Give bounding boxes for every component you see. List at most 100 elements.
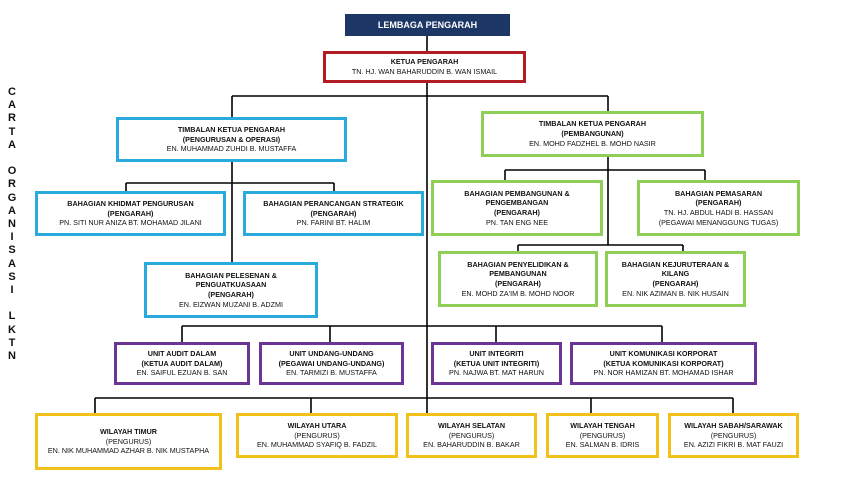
pembangunan-box: BAHAGIAN PEMBANGUNAN & PENGEMBANGAN (PEN…	[431, 180, 603, 236]
region-title: WILAYAH SELATAN	[437, 420, 506, 430]
ceo-title: KETUA PENGARAH	[390, 57, 459, 67]
penyelidikan-subtitle: PEMBANGUNAN	[489, 269, 547, 279]
deputy-ops-title: TIMBALAN KETUA PENGARAH	[177, 124, 286, 134]
region-role: (PENGURUS)	[448, 430, 495, 440]
region-utara-box: WILAYAH UTARA (PENGURUS) EN. MUHAMMAD SY…	[236, 413, 398, 458]
side-title-letter: T	[8, 336, 16, 349]
region-name: EN. AZIZI FIKRI B. MAT FAUZI	[683, 440, 784, 450]
region-title: WILAYAH UTARA	[287, 420, 347, 430]
pelesenan-subtitle: PENGUATKUASAAN	[195, 280, 267, 290]
board-box: LEMBAGA PENGARAH	[345, 14, 510, 36]
deputy-dev-title: TIMBALAN KETUA PENGARAH	[538, 119, 647, 129]
ceo-box: KETUA PENGARAH TN. HJ. WAN BAHARUDDIN B.…	[323, 51, 526, 83]
side-title-letter: N	[8, 350, 16, 363]
kejuruteraan-subtitle: KILANG	[661, 269, 690, 279]
region-role: (PENGURUS)	[710, 430, 757, 440]
strategik-role: (PENGARAH)	[310, 208, 357, 218]
side-title-letter: R	[8, 178, 16, 191]
side-title-letter: I	[10, 231, 14, 244]
khidmat-role: (PENGARAH)	[107, 208, 154, 218]
pemasaran-role: (PENGARAH)	[695, 198, 742, 208]
unit-name: EN. TARMIZI B. MUSTAFFA	[286, 368, 377, 378]
pelesenan-title: BAHAGIAN PELESENAN &	[185, 270, 277, 280]
side-title-letter: G	[7, 191, 17, 204]
unit-integriti-box: UNIT INTEGRITI (KETUA UNIT INTEGRITI) PN…	[431, 342, 562, 385]
unit-title: UNIT INTEGRITI	[469, 348, 524, 358]
region-name: EN. BAHARUDDIN B. BAKAR	[423, 440, 520, 450]
side-title-letter: L	[8, 310, 16, 323]
penyelidikan-box: BAHAGIAN PENYELIDIKAN & PEMBANGUNAN (PEN…	[438, 251, 598, 307]
pemasaran-note: (PEGAWAI MENANGGUNG TUGAS)	[658, 217, 779, 227]
deputy-dev-box: TIMBALAN KETUA PENGARAH (PEMBANGUNAN) EN…	[481, 111, 704, 157]
penyelidikan-role: (PENGARAH)	[495, 279, 541, 288]
pembangunan-subtitle: PENGEMBANGAN	[485, 198, 549, 208]
unit-role: (KETUA AUDIT DALAM)	[141, 358, 223, 368]
pelesenan-name: EN. EIZWAN MUZANI B. ADZMI	[179, 299, 283, 309]
side-title-letter: T	[8, 125, 16, 138]
side-title-letter: N	[8, 218, 16, 231]
side-title-letter: I	[10, 284, 14, 297]
pembangunan-name: PN. TAN ENG NEE	[485, 217, 549, 227]
pemasaran-title: BAHAGIAN PEMASARAN	[674, 188, 763, 198]
strategik-box: BAHAGIAN PERANCANGAN STRATEGIK (PENGARAH…	[243, 191, 424, 236]
strategik-title: BAHAGIAN PERANCANGAN STRATEGIK	[263, 198, 404, 208]
side-title-letter: S	[8, 244, 16, 257]
unit-audit-box: UNIT AUDIT DALAM (KETUA AUDIT DALAM) EN.…	[114, 342, 250, 385]
region-sabah-sarawak-box: WILAYAH SABAH/SARAWAK (PENGURUS) EN. AZI…	[668, 413, 799, 458]
region-timur-box: WILAYAH TIMUR (PENGURUS) EN. NIK MUHAMMA…	[35, 413, 222, 470]
khidmat-name: PN. SITI NUR ANIZA BT. MOHAMAD JILANI	[59, 218, 202, 228]
region-role: (PENGURUS)	[579, 430, 626, 440]
side-title-letter: A	[8, 138, 16, 151]
kejuruteraan-title: BAHAGIAN KEJURUTERAAN &	[621, 259, 730, 269]
unit-title: UNIT KOMUNIKASI KORPORAT	[609, 348, 718, 358]
side-title-letter: A	[8, 99, 16, 112]
pemasaran-box: BAHAGIAN PEMASARAN (PENGARAH) TN. HJ. AB…	[637, 180, 800, 236]
kejuruteraan-box: BAHAGIAN KEJURUTERAAN & KILANG (PENGARAH…	[605, 251, 746, 307]
region-role: (PENGURUS)	[294, 430, 340, 440]
penyelidikan-title: BAHAGIAN PENYELIDIKAN &	[467, 259, 569, 269]
unit-name: PN. NOR HAMIZAN BT. MOHAMAD ISHAR	[593, 368, 734, 378]
pelesenan-role: (PENGARAH)	[208, 290, 254, 299]
side-title-letter: A	[8, 204, 16, 217]
kejuruteraan-name: EN. NIK AZIMAN B. NIK HUSAIN	[622, 288, 729, 298]
deputy-ops-subtitle: (PENGURUSAN & OPERASI)	[182, 134, 281, 144]
region-title: WILAYAH TIMUR	[100, 426, 157, 436]
region-title: WILAYAH TENGAH	[570, 420, 635, 430]
side-title-letter: A	[8, 257, 16, 270]
pembangunan-title: BAHAGIAN PEMBANGUNAN &	[464, 188, 570, 198]
board-label: LEMBAGA PENGARAH	[377, 19, 478, 30]
side-title-letter: C	[8, 86, 16, 98]
side-title-letter: R	[8, 112, 16, 125]
deputy-ops-box: TIMBALAN KETUA PENGARAH (PENGURUSAN & OP…	[116, 117, 347, 162]
region-name: EN. SALMAN B. IDRIS	[565, 440, 640, 450]
unit-role: (PEGAWAI UNDANG-UNDANG)	[278, 358, 385, 368]
unit-title: UNIT AUDIT DALAM	[147, 348, 217, 358]
pemasaran-name: TN. HJ. ABDUL HADI B. HASSAN	[663, 208, 774, 217]
khidmat-box: BAHAGIAN KHIDMAT PENGURUSAN (PENGARAH) P…	[35, 191, 226, 236]
kejuruteraan-role: (PENGARAH)	[652, 279, 699, 288]
region-selatan-box: WILAYAH SELATAN (PENGURUS) EN. BAHARUDDI…	[406, 413, 537, 458]
region-name: EN. MUHAMMAD SYAFIQ B. FADZIL	[256, 440, 378, 450]
unit-title: UNIT UNDANG-UNDANG	[289, 348, 374, 358]
region-tengah-box: WILAYAH TENGAH (PENGURUS) EN. SALMAN B. …	[546, 413, 659, 458]
unit-role: (KETUA UNIT INTEGRITI)	[453, 358, 540, 368]
side-title-letter: K	[8, 323, 16, 336]
deputy-dev-subtitle: (PEMBANGUNAN)	[561, 129, 624, 139]
side-title-letter: S	[8, 270, 16, 283]
deputy-dev-name: EN. MOHD FADZHEL B. MOHD NASIR	[529, 138, 656, 148]
region-name: EN. NIK MUHAMMAD AZHAR B. NIK MUSTAPHA	[47, 446, 210, 456]
khidmat-title: BAHAGIAN KHIDMAT PENGURUSAN	[67, 198, 194, 208]
strategik-name: PN. FARINI BT. HALIM	[296, 218, 371, 228]
unit-undang-box: UNIT UNDANG-UNDANG (PEGAWAI UNDANG-UNDAN…	[259, 342, 404, 385]
pelesenan-box: BAHAGIAN PELESENAN & PENGUATKUASAAN (PEN…	[144, 262, 318, 318]
side-title-letter: O	[7, 165, 17, 178]
region-title: WILAYAH SABAH/SARAWAK	[684, 420, 783, 430]
pembangunan-role: (PENGARAH)	[494, 208, 540, 217]
unit-komunikasi-box: UNIT KOMUNIKASI KORPORAT (KETUA KOMUNIKA…	[570, 342, 757, 385]
region-role: (PENGURUS)	[105, 436, 152, 446]
deputy-ops-name: EN. MUHAMMAD ZUHDI B. MUSTAFFA	[166, 144, 297, 154]
unit-name: PN. NAJWA BT. MAT HARUN	[449, 368, 544, 378]
unit-role: (KETUA KOMUNIKASI KORPORAT)	[603, 358, 724, 368]
